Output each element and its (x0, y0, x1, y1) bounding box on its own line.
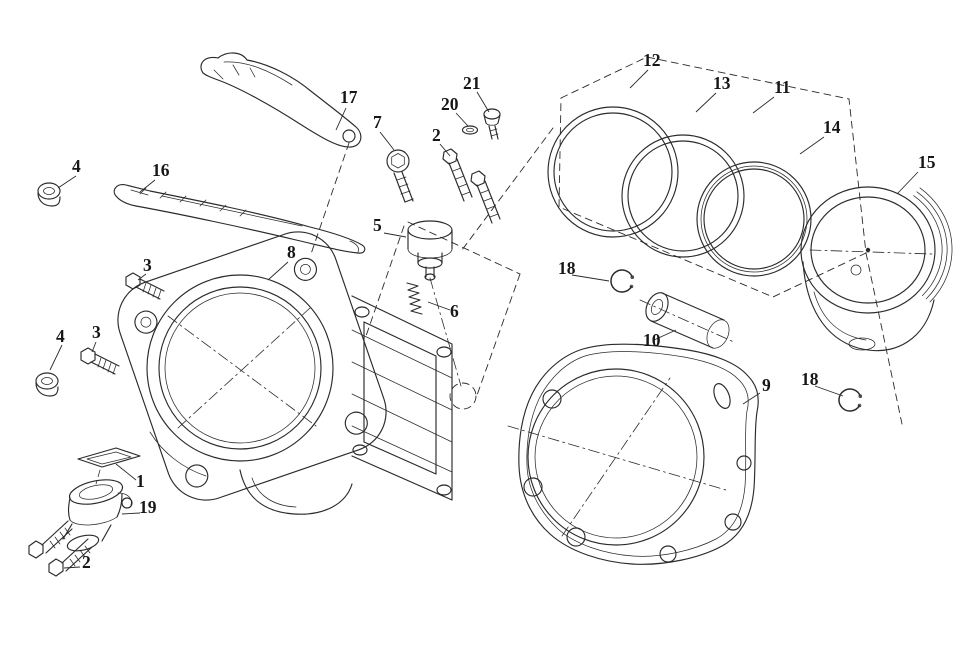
part-bolt-3-upper (125, 272, 165, 300)
callout-14: 14 (823, 117, 841, 137)
part-circlip-left (610, 269, 635, 293)
callout-18-left: 18 (558, 258, 576, 278)
callout-12: 12 (643, 50, 661, 70)
part-bolt-2-top-a (442, 148, 473, 202)
callout-13: 13 (713, 73, 731, 93)
part-bolt-3-lower (80, 347, 120, 375)
callout-5: 5 (373, 215, 382, 235)
callout-11: 11 (774, 77, 791, 97)
callout-labels: 17 7 2 20 21 12 13 11 14 15 4 16 3 8 5 6… (56, 50, 936, 572)
callout-7: 7 (373, 112, 382, 132)
part-piston-ring-second (621, 134, 745, 258)
leader-lines (49, 69, 919, 569)
part-cylinder-gasket (518, 343, 759, 565)
callout-16: 16 (152, 160, 170, 180)
callout-10: 10 (643, 330, 661, 350)
callout-6: 6 (450, 301, 459, 321)
callout-3-upper: 3 (143, 255, 152, 275)
part-oil-ring (696, 161, 812, 277)
part-spring (406, 282, 423, 315)
part-tensioner-cap (407, 220, 453, 281)
callout-20: 20 (441, 94, 459, 114)
callout-3-lower: 3 (92, 322, 101, 342)
callout-21: 21 (463, 73, 481, 93)
part-cam-chain-guide (200, 52, 362, 148)
part-dowel-cap-bottom (35, 372, 59, 397)
part-bolt-2-bottom-b (48, 538, 93, 577)
callout-4-top: 4 (72, 156, 81, 176)
part-plug-bolt (483, 108, 501, 140)
part-chain-guide-rail (113, 184, 366, 254)
part-bolt-2-top-b (470, 170, 501, 224)
callout-17: 17 (340, 87, 358, 107)
callout-18-right: 18 (801, 369, 819, 389)
part-cylinder (117, 231, 453, 515)
callout-1: 1 (136, 471, 145, 491)
callout-8: 8 (287, 242, 296, 262)
part-dowel-cap-top (37, 182, 61, 207)
callout-4-lower: 4 (56, 326, 65, 346)
callout-2-top: 2 (432, 125, 441, 145)
part-screw (386, 149, 414, 203)
part-piston-ring-top (547, 106, 679, 238)
part-water-pipe-fitting (62, 479, 133, 552)
callout-15: 15 (918, 152, 936, 172)
callout-9: 9 (762, 375, 771, 395)
construction-lines (95, 56, 903, 485)
part-circlip-right (838, 388, 863, 412)
part-piston-pin (645, 292, 730, 349)
part-bolt-2-bottom-a (28, 520, 73, 559)
part-washer (461, 125, 479, 135)
center-lines (167, 249, 933, 537)
part-piston (800, 186, 953, 352)
callout-2-bottom: 2 (82, 552, 91, 572)
callout-19: 19 (139, 497, 157, 517)
part-small-gasket (77, 447, 141, 468)
